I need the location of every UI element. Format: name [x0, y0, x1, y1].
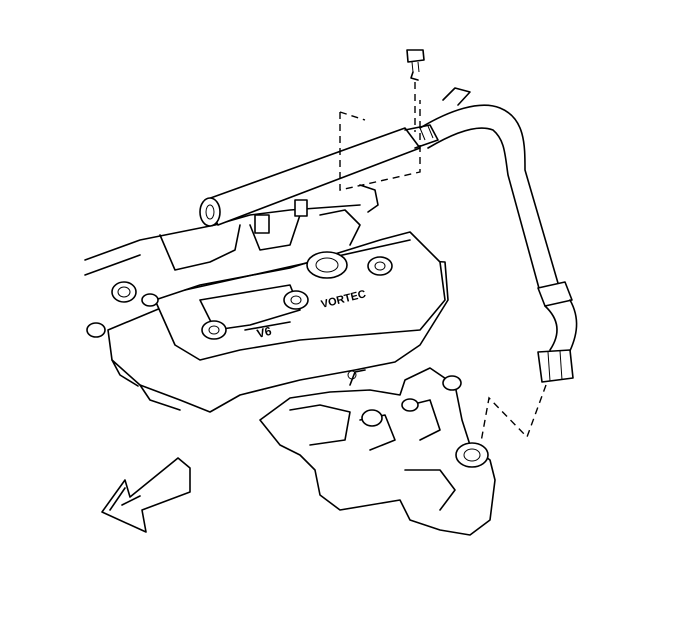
pipe-bracket — [404, 87, 471, 149]
bolt — [201, 320, 227, 340]
bolt — [141, 293, 159, 307]
reference-plane-edge — [339, 111, 366, 121]
valve-cover-bolts — [86, 256, 393, 340]
bolt — [367, 256, 393, 276]
bolt — [111, 281, 137, 303]
pipe-connection-line — [480, 384, 547, 443]
front-direction-arrow — [101, 457, 191, 533]
egr-pipe — [199, 104, 578, 383]
oil-filler-cap — [306, 251, 348, 279]
reference-plane — [339, 100, 421, 191]
exhaust-manifold — [259, 367, 496, 536]
emblem-v6: V6 — [255, 324, 273, 341]
bolt — [86, 322, 106, 338]
mounting-bolt — [406, 49, 425, 81]
bolt — [283, 290, 309, 310]
